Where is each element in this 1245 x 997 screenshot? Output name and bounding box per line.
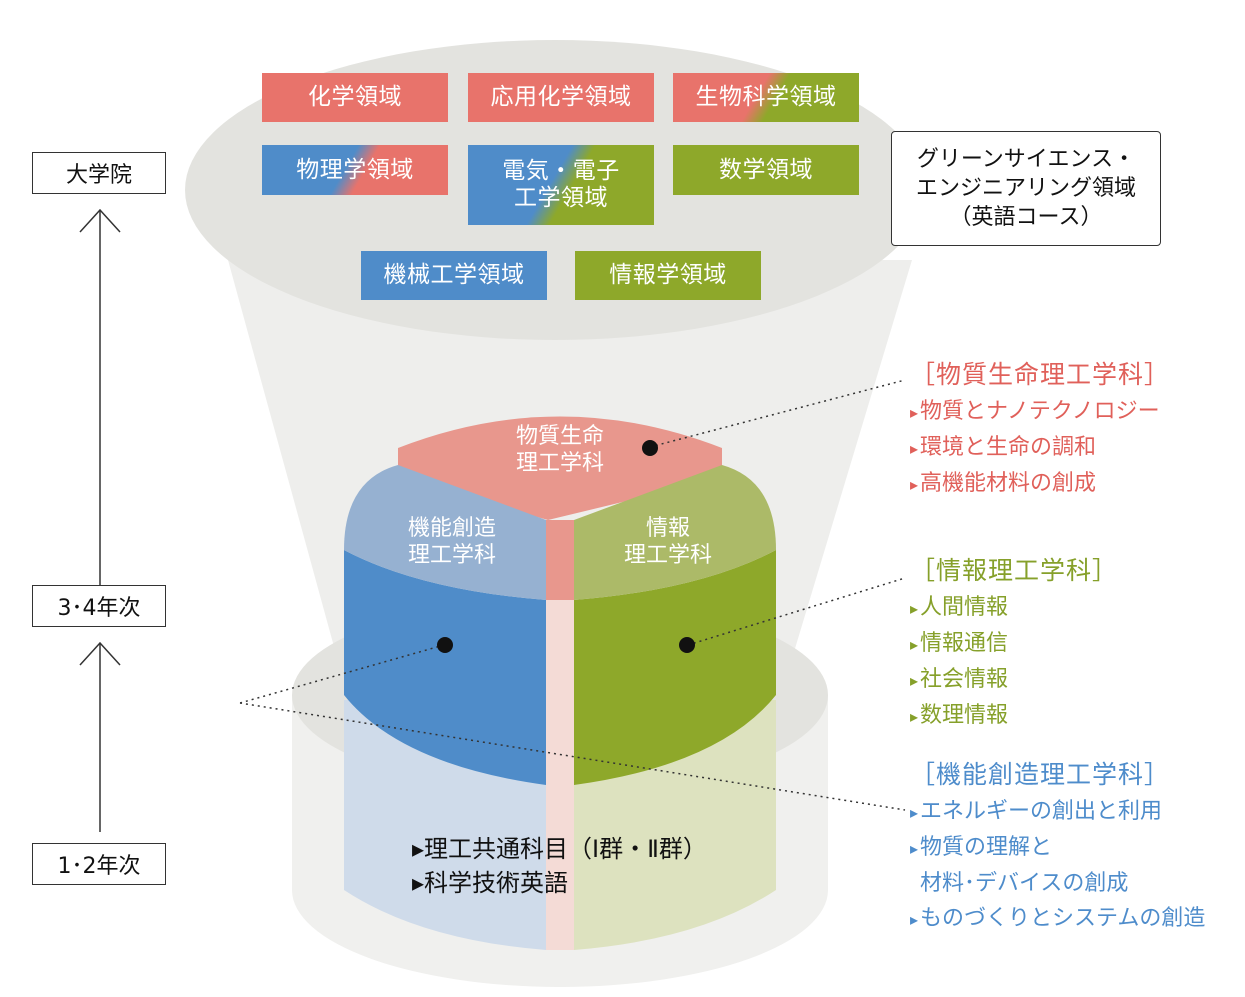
matter-strip: [546, 520, 574, 600]
domain-green-science-box: グリーンサイエンス・ エンジニアリング領域 （英語コース）: [891, 131, 1161, 246]
dept-info-item: 数理情報: [910, 698, 1118, 734]
level-year34: 3･4年次: [32, 585, 166, 627]
dept-func-title: ［機能創造理工学科］: [910, 760, 1171, 789]
dept-func-item: 物質の理解と: [910, 830, 1205, 866]
domain-physics-label: 物理学領域: [296, 156, 414, 183]
matter-label-line1: 物質生命: [515, 424, 604, 449]
dept-matter-item: 物質とナノテクノロジー: [910, 394, 1170, 430]
dept-func-item: ものづくりとシステムの創造: [910, 901, 1205, 937]
dept-func-item: エネルギーの創出と利用: [910, 794, 1205, 830]
matter-label-line2: 理工学科: [515, 451, 604, 476]
common-subjects-line1: ▸理工共通科目（Ⅰ群・Ⅱ群）: [412, 835, 707, 863]
common-subjects: ▸理工共通科目（Ⅰ群・Ⅱ群） ▸科学技術英語: [412, 832, 707, 900]
dept-func-item: 材料･デバイスの創成: [920, 871, 1129, 896]
domain-ee-line1: 電気・電子: [502, 158, 620, 184]
matter-lower-pale: [546, 600, 574, 950]
domain-mechanical-label: 機械工学領域: [383, 262, 525, 288]
domain-biology: 生物科学領域: [673, 73, 859, 122]
dept-func: ［機能創造理工学科］ エネルギーの創出と利用 物質の理解と 材料･デバイスの創成…: [910, 757, 1205, 937]
common-subjects-line2: ▸科学技術英語: [412, 869, 569, 897]
domain-ee-line2: 工学領域: [514, 185, 608, 211]
domain-biology-label: 生物科学領域: [695, 84, 837, 110]
dept-info-item: 社会情報: [910, 662, 1118, 698]
domain-electrical-electronic: 電気・電子 工学領域: [468, 145, 654, 225]
domain-chemistry-label: 化学領域: [308, 84, 402, 110]
matter-pie-top: [398, 416, 722, 520]
level-graduate-label: 大学院: [65, 163, 132, 188]
domain-mechanical: 機械工学領域: [361, 251, 547, 300]
func-segment-label: 機能創造 理工学科: [362, 515, 542, 569]
level-year12-label: 1･2年次: [57, 854, 141, 879]
gse-line2: エンジニアリング領域: [915, 176, 1136, 201]
leader-lines: [239, 379, 906, 811]
dept-matter-item: 高機能材料の創成: [910, 466, 1170, 502]
domain-chemistry: 化学領域: [262, 73, 448, 122]
level-arrows: [79, 208, 121, 832]
dept-matter-title: ［物質生命理工学科］: [910, 360, 1171, 389]
func-label-line2: 理工学科: [407, 543, 496, 568]
level-year34-label: 3･4年次: [57, 596, 141, 621]
info-dot: [679, 637, 695, 653]
dept-info: ［情報理工学科］ 人間情報 情報通信 社会情報 数理情報: [910, 553, 1118, 734]
domain-informatics: 情報学領域: [575, 251, 761, 300]
matter-dot: [642, 440, 658, 456]
dept-info-item: 情報通信: [910, 626, 1118, 662]
domain-math: 数学領域: [673, 145, 859, 195]
domain-applied-chemistry: 応用化学領域: [468, 73, 654, 122]
domain-informatics-label: 情報学領域: [609, 262, 727, 288]
info-label-line1: 情報: [645, 516, 690, 541]
dept-matter: ［物質生命理工学科］ 物質とナノテクノロジー 環境と生命の調和 高機能材料の創成: [910, 357, 1170, 502]
gse-line3: （英語コース）: [949, 205, 1103, 230]
level-year12: 1･2年次: [32, 843, 166, 885]
func-label-line1: 機能創造: [407, 516, 496, 541]
matter-segment-label: 物質生命 理工学科: [470, 423, 650, 477]
info-segment-side: [574, 550, 776, 785]
dept-info-item: 人間情報: [910, 590, 1118, 626]
info-label-line2: 理工学科: [623, 543, 712, 568]
domain-physics: 物理学領域: [262, 145, 448, 195]
domain-math-label: 数学領域: [719, 156, 813, 183]
dept-info-title: ［情報理工学科］: [910, 556, 1119, 585]
func-segment-side: [344, 550, 546, 785]
domain-applied-chemistry-label: 応用化学領域: [490, 84, 632, 110]
gse-line1: グリーンサイエンス・: [916, 147, 1136, 172]
info-segment-top: [574, 465, 776, 600]
func-segment-top: [344, 465, 546, 600]
info-segment-label: 情報 理工学科: [578, 515, 758, 569]
dept-matter-item: 環境と生命の調和: [910, 430, 1170, 466]
level-graduate: 大学院: [32, 152, 166, 194]
func-dot: [437, 637, 453, 653]
